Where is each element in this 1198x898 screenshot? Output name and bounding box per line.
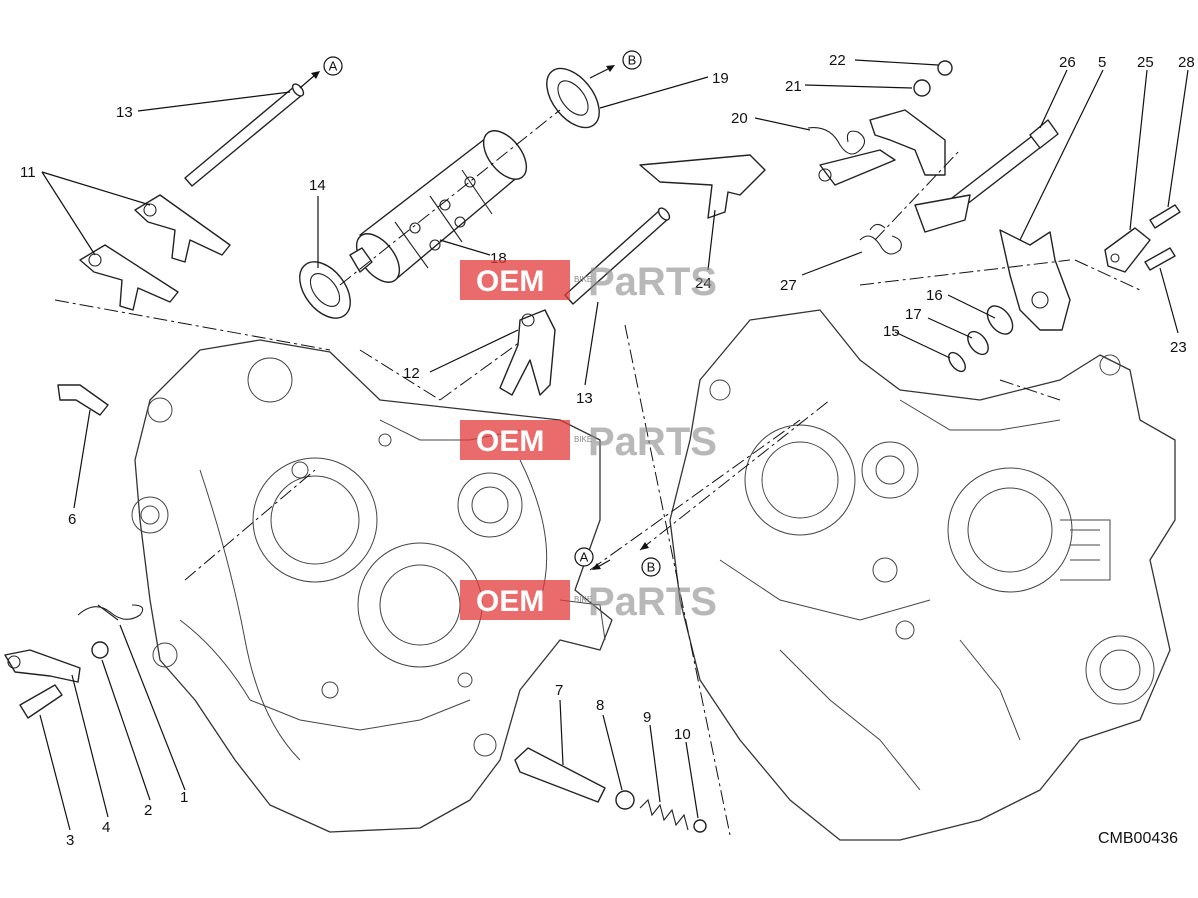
label-8: 8 <box>596 697 604 714</box>
label-4: 4 <box>102 819 110 836</box>
label-9: 9 <box>643 709 651 726</box>
label-17: 17 <box>905 306 922 323</box>
svg-text:OEM: OEM <box>476 585 544 618</box>
svg-text:BIKE: BIKE <box>574 595 592 604</box>
shift-fork-11-upper <box>134 194 231 263</box>
label-28: 28 <box>1178 54 1195 71</box>
label-15: 15 <box>883 323 900 340</box>
selector-plate-5 <box>999 229 1071 331</box>
selector-lever-24 <box>639 154 766 219</box>
label-14: 14 <box>309 177 326 194</box>
svg-text:OEM: OEM <box>476 425 544 458</box>
svg-text:PaRTS: PaRTS <box>588 260 717 304</box>
washer-16 <box>986 305 1014 335</box>
label-13-mid: 13 <box>576 390 593 407</box>
washer-21 <box>913 79 931 97</box>
label-6: 6 <box>68 511 76 528</box>
reference-letter-b-bottom: B <box>647 560 656 575</box>
gear-selector-shaft-26 <box>914 119 1059 233</box>
washer-17 <box>967 330 989 356</box>
fork-shaft-13-mid <box>564 207 671 305</box>
right-crankcase-half <box>669 309 1176 841</box>
label-19: 19 <box>712 70 729 87</box>
label-25: 25 <box>1137 54 1154 71</box>
circlip-15 <box>948 351 966 373</box>
ball-10 <box>693 819 707 833</box>
reference-a-bottom: A <box>574 547 611 570</box>
spring-20 <box>807 127 866 155</box>
spring-9 <box>639 798 689 831</box>
label-22: 22 <box>829 52 846 69</box>
reference-letter-b: B <box>628 53 637 68</box>
diagram-code: CMB00436 <box>1098 830 1178 847</box>
washer-19 <box>546 67 600 129</box>
washer-14 <box>299 261 351 319</box>
label-12: 12 <box>403 365 420 382</box>
spring-27 <box>859 223 902 255</box>
label-7: 7 <box>555 682 563 699</box>
washer-8 <box>615 790 635 810</box>
leader-lines <box>39 59 1189 831</box>
label-26: 26 <box>1059 54 1076 71</box>
shift-fork-12 <box>499 309 556 396</box>
shift-lever-arm <box>818 109 946 186</box>
svg-text:OEM: OEM <box>476 265 544 298</box>
reference-letter-a-bottom: A <box>580 550 589 565</box>
label-1: 1 <box>180 789 188 806</box>
part-number-labels: 13 11 14 18 19 12 13 24 20 21 22 26 5 25… <box>20 52 1195 849</box>
label-11: 11 <box>20 164 36 181</box>
bolt-23 <box>1144 247 1176 271</box>
bracket-25 <box>1104 227 1151 273</box>
label-20: 20 <box>731 110 748 127</box>
assembly-axis-lines <box>54 109 1141 836</box>
label-10: 10 <box>674 726 691 743</box>
label-21: 21 <box>785 78 802 95</box>
svg-text:PaRTS: PaRTS <box>588 420 717 464</box>
spring-1 <box>77 604 144 621</box>
label-23: 23 <box>1170 339 1187 356</box>
fork-shaft-13-top <box>184 83 305 187</box>
sensor-6 <box>57 384 109 416</box>
reference-letter-a: A <box>329 59 338 74</box>
washer-2 <box>91 641 109 659</box>
label-24: 24 <box>695 275 712 292</box>
reference-a-top: A <box>299 56 343 89</box>
label-2: 2 <box>144 802 152 819</box>
svg-text:PaRTS: PaRTS <box>588 580 717 624</box>
reference-b-bottom: B <box>640 542 661 577</box>
bolt-3 <box>19 684 63 719</box>
circlip-22 <box>937 60 953 76</box>
svg-text:BIKE: BIKE <box>574 435 592 444</box>
watermark-oembikeparts-2: OEM BIKE PaRTS <box>460 420 717 464</box>
lever-4 <box>4 649 81 683</box>
bolt-28 <box>1149 204 1181 229</box>
label-5: 5 <box>1098 54 1106 71</box>
shift-drum <box>349 130 528 283</box>
label-16: 16 <box>926 287 943 304</box>
label-3: 3 <box>66 832 74 849</box>
label-27: 27 <box>780 277 797 294</box>
left-crankcase-half <box>131 339 613 833</box>
detent-body-7 <box>514 747 606 803</box>
label-13-top: 13 <box>116 104 133 121</box>
svg-text:BIKE: BIKE <box>574 275 592 284</box>
watermark-oembikeparts-1: OEM BIKE PaRTS <box>460 260 717 304</box>
reference-b-top: B <box>589 50 642 79</box>
watermark-oembikeparts-3: OEM BIKE PaRTS <box>460 580 717 624</box>
